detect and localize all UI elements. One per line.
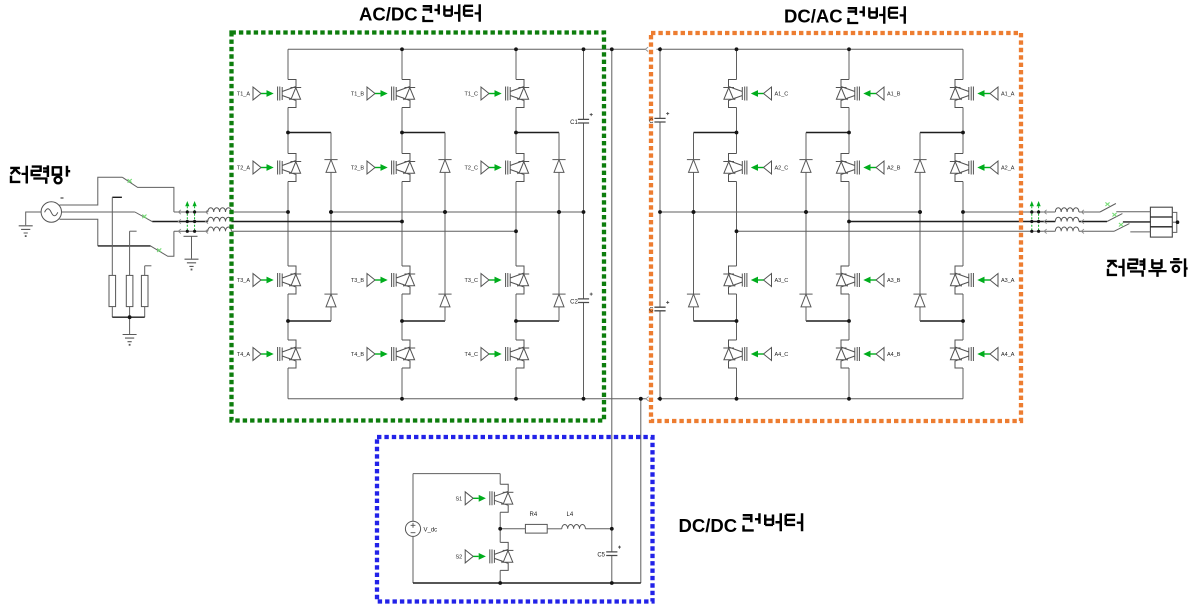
svg-text:DC/DC: DC/DC (679, 515, 738, 536)
svg-text:A4_A: A4_A (1001, 352, 1015, 358)
svg-text:A2_B: A2_B (887, 166, 901, 172)
svg-text:A2_C: A2_C (775, 166, 789, 172)
svg-text:A3_C: A3_C (775, 278, 789, 284)
svg-text:T3_A: T3_A (237, 278, 250, 284)
svg-text:T2_B: T2_B (351, 166, 364, 172)
svg-text:R4: R4 (530, 512, 538, 518)
svg-text:A4_C: A4_C (775, 352, 789, 358)
svg-text:T2_C: T2_C (465, 166, 478, 172)
svg-text:T1_A: T1_A (237, 92, 250, 98)
svg-text:A1_A: A1_A (1001, 92, 1015, 98)
svg-text:A1_C: A1_C (775, 92, 789, 98)
svg-text:AC/DC: AC/DC (359, 3, 418, 24)
svg-text:DC/AC: DC/AC (784, 5, 843, 26)
svg-text:V_dc: V_dc (424, 527, 438, 533)
svg-text:S1: S1 (455, 496, 462, 502)
svg-text:C5: C5 (597, 552, 605, 558)
svg-text:C: C (649, 119, 654, 125)
svg-text:S2: S2 (455, 554, 462, 560)
svg-text:T3_B: T3_B (351, 278, 364, 284)
svg-text:A4_B: A4_B (887, 352, 901, 358)
svg-text:T4_B: T4_B (351, 352, 364, 358)
svg-text:T1_B: T1_B (351, 92, 364, 98)
svg-text:C1: C1 (570, 120, 578, 126)
svg-text:A1_B: A1_B (887, 92, 901, 98)
svg-text:C2: C2 (570, 299, 578, 305)
svg-text:L4: L4 (567, 512, 574, 518)
svg-text:T3_C: T3_C (465, 278, 478, 284)
svg-text:T4_A: T4_A (237, 352, 250, 358)
svg-text:C: C (649, 308, 654, 314)
svg-text:T1_C: T1_C (465, 92, 478, 98)
svg-text:T2_A: T2_A (237, 166, 250, 172)
svg-text:T4_C: T4_C (465, 352, 478, 358)
svg-text:A3_A: A3_A (1001, 278, 1015, 284)
svg-text:A3_B: A3_B (887, 278, 901, 284)
svg-text:A2_A: A2_A (1001, 166, 1015, 172)
